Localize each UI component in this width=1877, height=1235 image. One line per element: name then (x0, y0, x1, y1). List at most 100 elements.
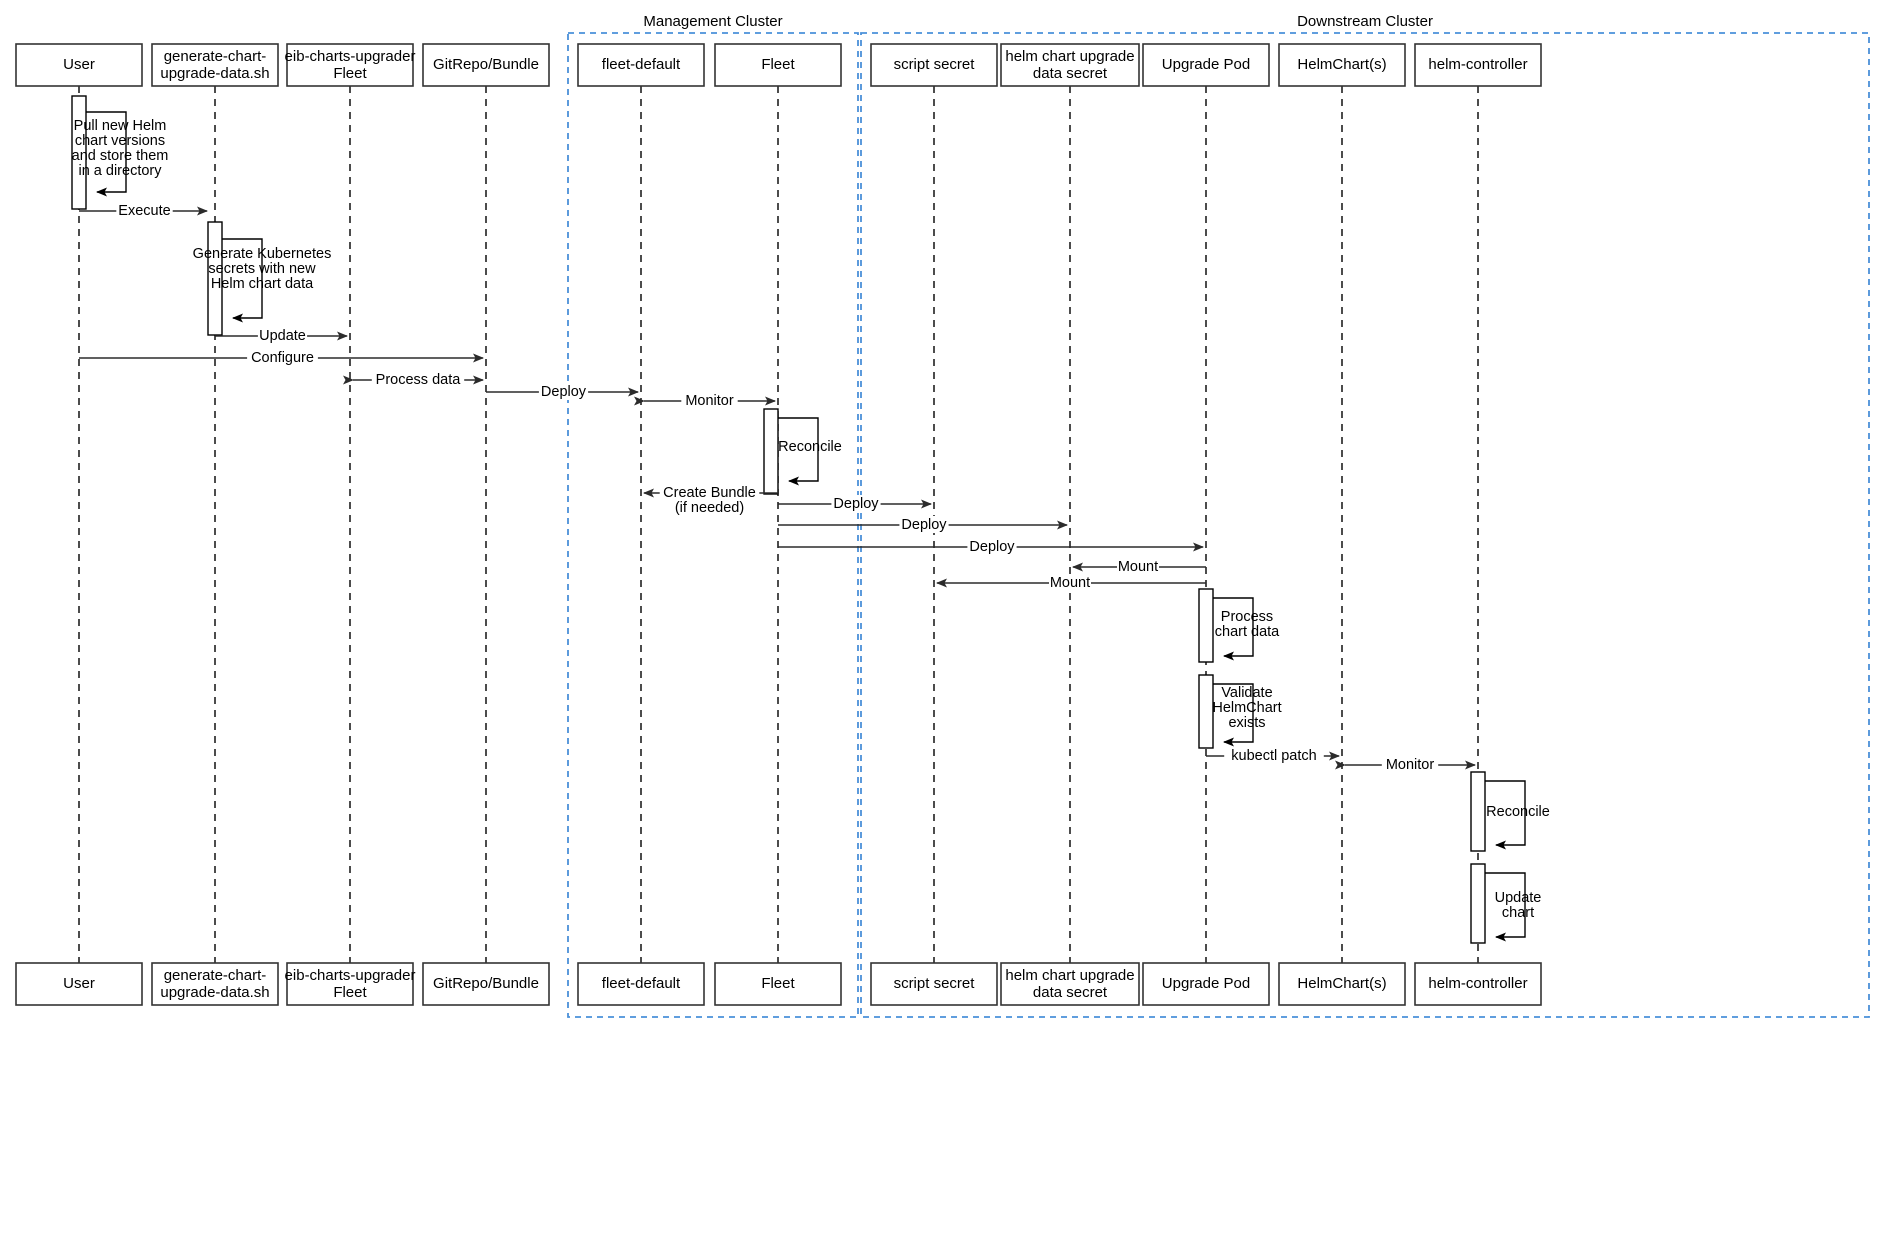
participant-label: Fleet (761, 975, 795, 992)
self-loop-path (1485, 780, 1526, 850)
message-label: Deploy (541, 384, 587, 400)
message-m-monitor-2: Monitor (1335, 756, 1476, 773)
participant-header-user[interactable]: User (15, 43, 143, 87)
self-message-label: Reconcile (1486, 804, 1550, 820)
message-label: kubectl patch (1231, 748, 1316, 764)
message-m-monitor-1: Monitor (634, 392, 776, 409)
participant-header-fleet-default[interactable]: fleet-default (577, 43, 705, 87)
participant-label: script secret (894, 975, 976, 992)
participant-label: data secret (1033, 984, 1108, 1001)
participant-label: Fleet (761, 56, 795, 73)
self-loop-path (778, 417, 819, 486)
participant-label: fleet-default (602, 56, 681, 73)
participant-label: GitRepo/Bundle (433, 975, 539, 992)
self-message-label: Reconcile (778, 439, 842, 455)
message-label: Deploy (833, 496, 879, 512)
self-message-label: and store them (72, 148, 169, 164)
self-message-label: Generate Kubernetes (193, 246, 332, 262)
participant-footer-gitrepo[interactable]: GitRepo/Bundle (422, 962, 550, 1006)
message-m-deploy-4: Deploy (778, 538, 1204, 555)
message-m-mount-1: Mount (1072, 558, 1206, 575)
participant-header-helm-controller[interactable]: helm-controller (1414, 43, 1542, 87)
message-label: Process data (376, 372, 462, 388)
participant-label: User (63, 975, 95, 992)
participant-label: helm-controller (1428, 975, 1527, 992)
participant-footer-fleet-default[interactable]: fleet-default (577, 962, 705, 1006)
cluster-title-downstream: Downstream Cluster (1297, 13, 1433, 30)
message-label: Mount (1050, 575, 1090, 591)
participant-header-gitrepo[interactable]: GitRepo/Bundle (422, 43, 550, 87)
participant-label: generate-chart- (164, 967, 267, 984)
cluster-downstream: Downstream Cluster (860, 13, 1870, 1018)
activation-act-fleet (763, 408, 779, 495)
participant-header-gen-script[interactable]: generate-chart-upgrade-data.sh (151, 43, 279, 87)
activation-act-gen-script (207, 221, 223, 336)
participant-footer-upgrade-pod[interactable]: Upgrade Pod (1142, 962, 1270, 1006)
message-m-update: Update (215, 327, 348, 344)
participant-label: helm-controller (1428, 56, 1527, 73)
self-loop-path (1213, 683, 1254, 747)
self-message-self-reconcile-fleet: Reconcile (778, 417, 842, 486)
self-message-label: Update (1495, 890, 1542, 906)
activation-act-pod-validate (1198, 674, 1214, 749)
self-loop-path (222, 238, 263, 323)
participant-label: generate-chart- (164, 48, 267, 65)
self-message-label: Pull new Helm (74, 118, 167, 134)
message-m-process-data: Process data (343, 371, 484, 388)
participant-label: eib-charts-upgrader (285, 967, 416, 984)
self-message-label: Process (1221, 609, 1273, 625)
participant-header-script-secret[interactable]: script secret (870, 43, 998, 87)
message-m-deploy-2: Deploy (778, 495, 932, 512)
participant-footer-fleet[interactable]: Fleet (714, 962, 842, 1006)
participant-footer-helm-controller[interactable]: helm-controller (1414, 962, 1542, 1006)
participant-header-fleet[interactable]: Fleet (714, 43, 842, 87)
participant-label: data secret (1033, 65, 1108, 82)
message-label: Deploy (901, 517, 947, 533)
participant-label: helm chart upgrade (1005, 48, 1134, 65)
participant-header-helmchart[interactable]: HelmChart(s) (1278, 43, 1406, 87)
participant-label: fleet-default (602, 975, 681, 992)
participant-label: Upgrade Pod (1162, 56, 1250, 73)
participant-label: HelmChart(s) (1297, 56, 1386, 73)
message-label: Mount (1118, 559, 1158, 575)
message-m-execute: Execute (79, 202, 208, 219)
message-label: Monitor (1386, 757, 1435, 773)
participant-header-upgrade-pod[interactable]: Upgrade Pod (1142, 43, 1270, 87)
participant-footer-gen-script[interactable]: generate-chart-upgrade-data.sh (151, 962, 279, 1006)
participant-label: HelmChart(s) (1297, 975, 1386, 992)
participant-label: upgrade-data.sh (160, 65, 269, 82)
participant-label: GitRepo/Bundle (433, 56, 539, 73)
participant-footer-helmchart[interactable]: HelmChart(s) (1278, 962, 1406, 1006)
participant-footer-user[interactable]: User (15, 962, 143, 1006)
message-label: Update (259, 328, 306, 344)
message-label: Configure (251, 350, 314, 366)
self-message-label: chart versions (75, 133, 165, 149)
activation-bars (71, 95, 1486, 944)
self-message-label: exists (1228, 715, 1265, 731)
participant-footer-script-secret[interactable]: script secret (870, 962, 998, 1006)
participant-label: helm chart upgrade (1005, 967, 1134, 984)
participant-label: Upgrade Pod (1162, 975, 1250, 992)
self-message-label: in a directory (78, 163, 162, 179)
message-m-mount-2: Mount (936, 574, 1206, 591)
self-message-label: HelmChart (1212, 700, 1281, 716)
participant-label: Fleet (333, 984, 367, 1001)
activation-act-hc-update (1470, 863, 1486, 944)
self-loop-path (1485, 872, 1526, 942)
message-m-deploy-3: Deploy (778, 516, 1068, 533)
self-message-self-reconcile-hc: Reconcile (1485, 780, 1550, 850)
cluster-title-management: Management Cluster (643, 13, 782, 30)
